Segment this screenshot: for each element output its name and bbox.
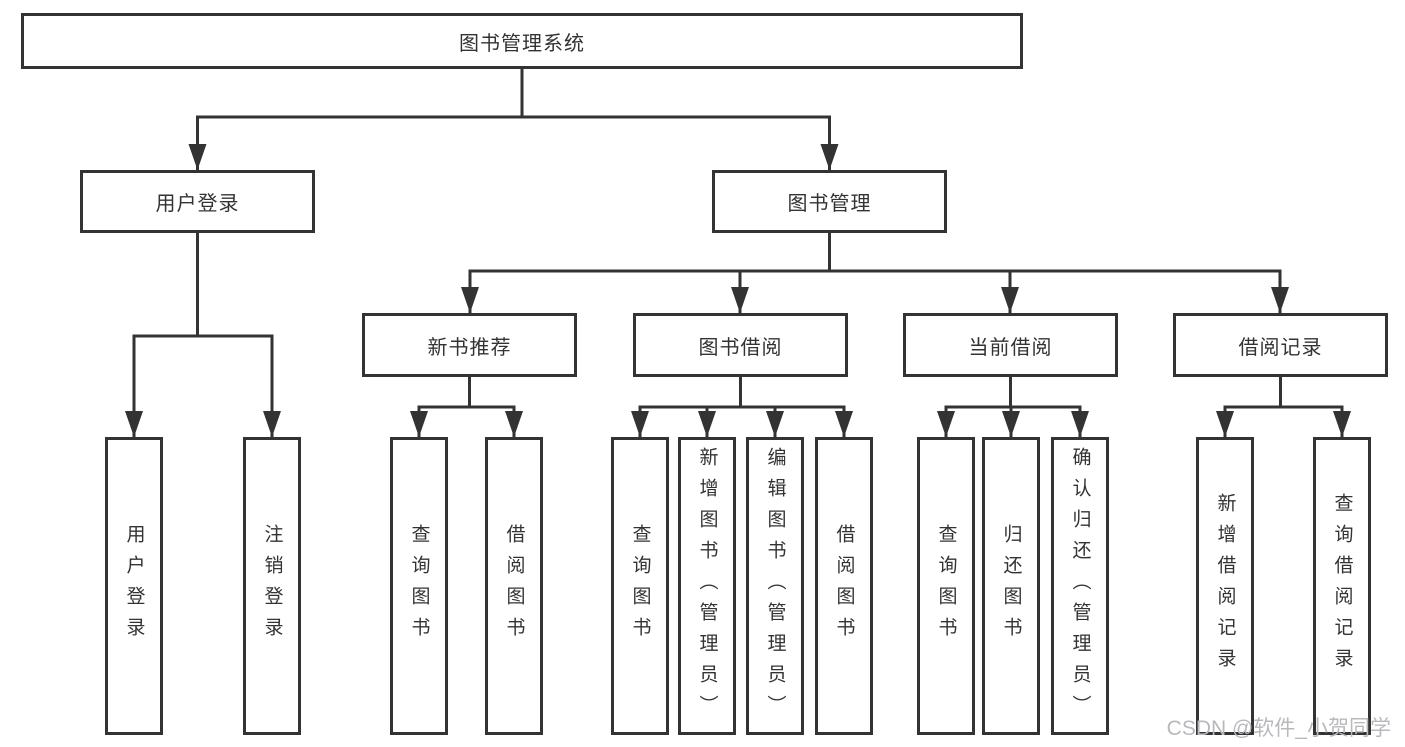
leaf-user-login: 用户登录 [105, 437, 163, 735]
leaf-user-login-label: 用户登录 [123, 524, 145, 648]
node-root: 图书管理系统 [21, 13, 1023, 69]
leaf-add-books-admin-label: 新增图书（管理员） [696, 446, 718, 726]
node-new-book-recommendation: 新书推荐 [362, 313, 577, 377]
leaf-confirm-return-admin: 确认归还（管理员） [1051, 437, 1109, 735]
connector-book-management-branch [461, 233, 1289, 313]
node-current-borrowing: 当前借阅 [903, 313, 1118, 377]
node-book-management: 图书管理 [712, 170, 947, 233]
node-user-login-label: 用户登录 [155, 193, 240, 215]
leaf-query-borrow-record-label: 查询借阅记录 [1331, 493, 1353, 679]
leaf-query-books-recommend: 查询图书 [390, 437, 448, 735]
node-book-management-label: 图书管理 [787, 193, 872, 215]
leaf-return-books-label: 归还图书 [1000, 524, 1022, 648]
leaf-add-borrow-record: 新增借阅记录 [1196, 437, 1254, 735]
node-borrowing-records-label: 借阅记录 [1238, 336, 1323, 359]
leaf-borrow-books: 借阅图书 [815, 437, 873, 735]
leaf-query-books-current: 查询图书 [917, 437, 975, 735]
node-user-login: 用户登录 [80, 170, 315, 233]
node-current-borrowing-label: 当前借阅 [968, 336, 1053, 359]
leaf-return-books: 归还图书 [982, 437, 1040, 735]
leaf-query-books-borrowing-label: 查询图书 [629, 524, 651, 648]
leaf-query-books-current-label: 查询图书 [935, 524, 957, 648]
leaf-query-books-recommend-label: 查询图书 [408, 524, 430, 648]
node-root-label: 图书管理系统 [459, 32, 585, 55]
node-borrowing-records: 借阅记录 [1173, 313, 1388, 377]
connector-book-borrowing-branch [631, 377, 853, 437]
leaf-add-books-admin: 新增图书（管理员） [678, 437, 736, 735]
node-book-borrowing: 图书借阅 [633, 313, 848, 377]
connector-user-login-branch [125, 233, 281, 437]
leaf-query-books-borrowing: 查询图书 [611, 437, 669, 735]
node-book-borrowing-label: 图书借阅 [698, 336, 783, 359]
leaf-borrow-books-recommend: 借阅图书 [485, 437, 543, 735]
leaf-edit-books-admin-label: 编辑图书（管理员） [764, 446, 786, 726]
leaf-edit-books-admin: 编辑图书（管理员） [746, 437, 804, 735]
node-new-book-recommendation-label: 新书推荐 [427, 336, 512, 359]
connector-borrowing-records-branch [1216, 377, 1351, 437]
leaf-confirm-return-admin-label: 确认归还（管理员） [1069, 446, 1091, 726]
leaf-query-borrow-record: 查询借阅记录 [1313, 437, 1371, 735]
connector-new-book-branch [410, 377, 523, 437]
leaf-logout-label: 注销登录 [261, 524, 283, 648]
leaf-add-borrow-record-label: 新增借阅记录 [1214, 493, 1236, 679]
connector-current-borrowing-branch [937, 377, 1089, 437]
watermark: CSDN @软件_小贺同学 [1166, 717, 1391, 740]
leaf-borrow-books-label: 借阅图书 [833, 524, 855, 648]
connector-root-to-level2 [188, 68, 839, 170]
leaf-logout: 注销登录 [243, 437, 301, 735]
leaf-borrow-books-recommend-label: 借阅图书 [503, 524, 525, 648]
